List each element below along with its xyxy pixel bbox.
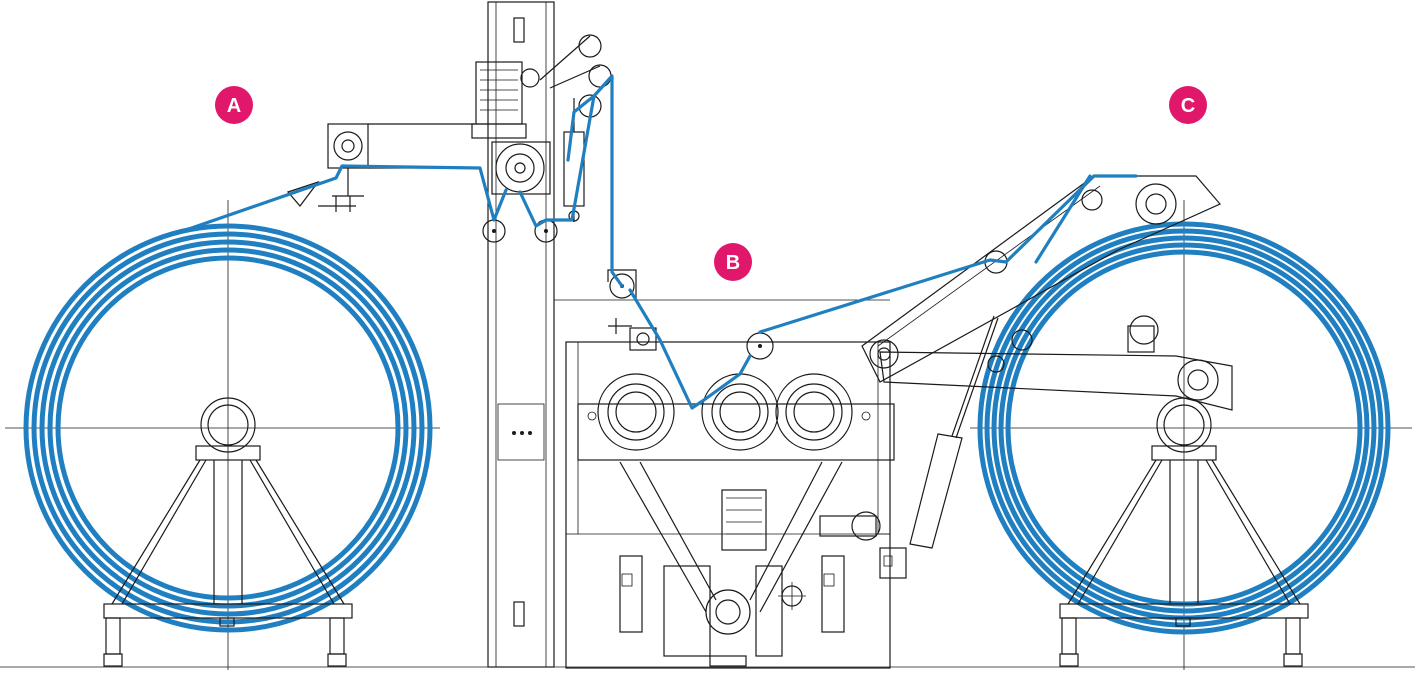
coil-ring	[55, 255, 401, 601]
label-a: A	[227, 95, 241, 117]
gear-motor-icon	[721, 489, 767, 551]
label-badge-b: B	[714, 243, 752, 281]
payoff-a-frame-stand-icon	[103, 397, 353, 667]
pulley-icon	[578, 34, 602, 58]
takeup-reel	[970, 200, 1412, 670]
pulley-icon	[1011, 329, 1033, 351]
gear-motor-icon	[471, 61, 551, 195]
coil-ring	[984, 228, 1384, 628]
cable-path	[178, 74, 1138, 410]
payoff-reel	[5, 200, 440, 670]
coil-ring	[998, 242, 1370, 614]
coil-ring	[23, 223, 433, 633]
pulley-icon	[609, 273, 635, 299]
payoff-coil	[23, 223, 433, 633]
label-badge-c: C	[1169, 86, 1207, 124]
coil-ring	[977, 221, 1391, 635]
coil-ring	[39, 239, 417, 617]
capstan-wheel-icon	[701, 373, 779, 451]
coil-ring	[47, 247, 409, 609]
capstan-wheel-icon	[597, 373, 675, 451]
takeup-a-frame-stand-icon	[1059, 397, 1309, 667]
tower-frame-icon	[487, 1, 890, 668]
cable-dancer-segment	[566, 94, 596, 162]
hydraulic-cylinder-icon	[879, 315, 999, 579]
capstan-machine	[565, 318, 895, 669]
hydraulic-cylinder-icon	[819, 515, 877, 537]
label-b: B	[726, 252, 740, 274]
pulley-icon	[588, 64, 612, 88]
label-badge-a: A	[215, 86, 253, 124]
capstan-wheel-icon	[775, 373, 853, 451]
label-c: C	[1181, 95, 1195, 117]
coil-ring	[31, 231, 425, 625]
